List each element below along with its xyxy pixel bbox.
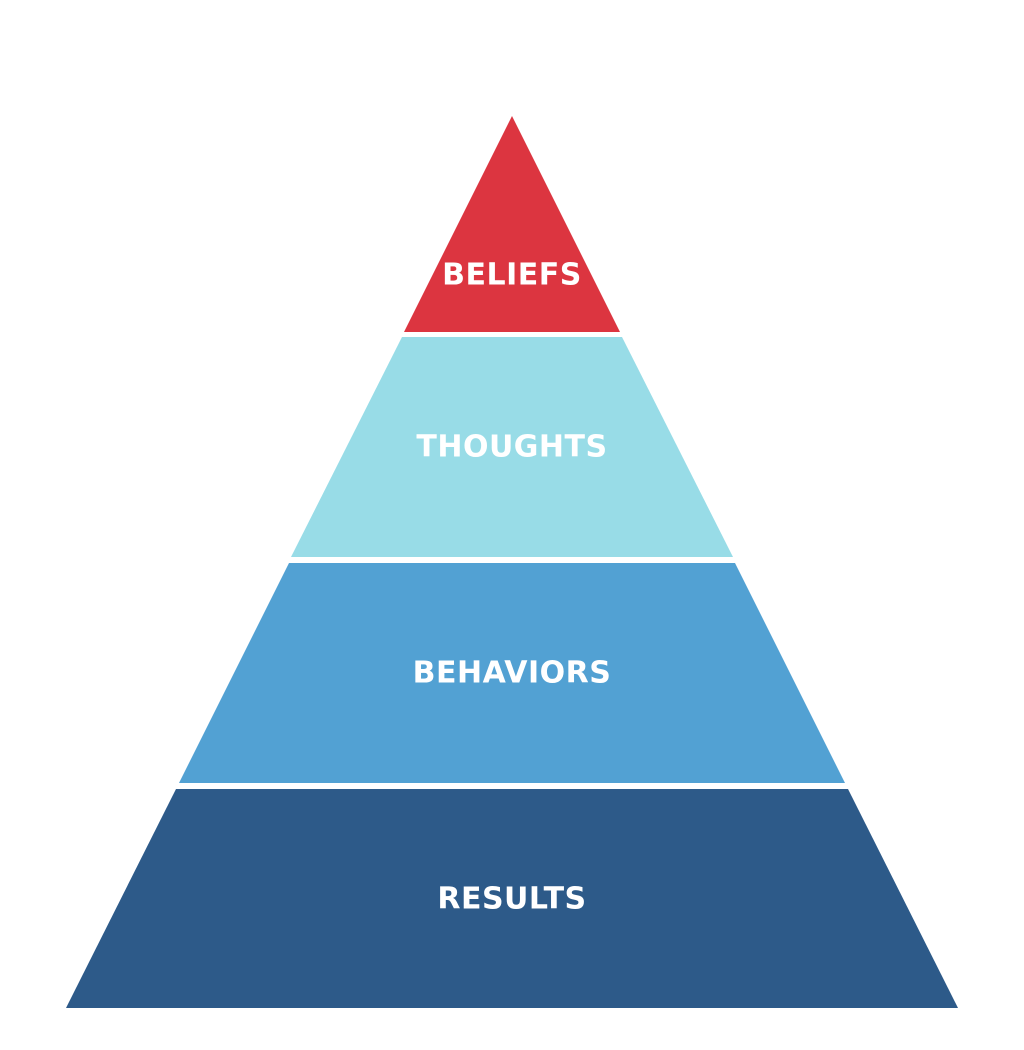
tier-thoughts-label: THOUGHTS [416,430,607,465]
tier-behaviors: BEHAVIORS [179,563,845,783]
tier-results: RESULTS [66,789,958,1008]
tier-thoughts: THOUGHTS [291,337,733,557]
tier-results-shape [66,789,958,1008]
tier-beliefs: BELIEFS [404,116,620,332]
tier-beliefs-shape [404,116,620,332]
tier-results-label: RESULTS [437,882,586,917]
tier-behaviors-shape [179,563,845,783]
tier-thoughts-shape [291,337,733,557]
tier-beliefs-label: BELIEFS [442,258,582,293]
tier-behaviors-label: BEHAVIORS [413,656,612,691]
